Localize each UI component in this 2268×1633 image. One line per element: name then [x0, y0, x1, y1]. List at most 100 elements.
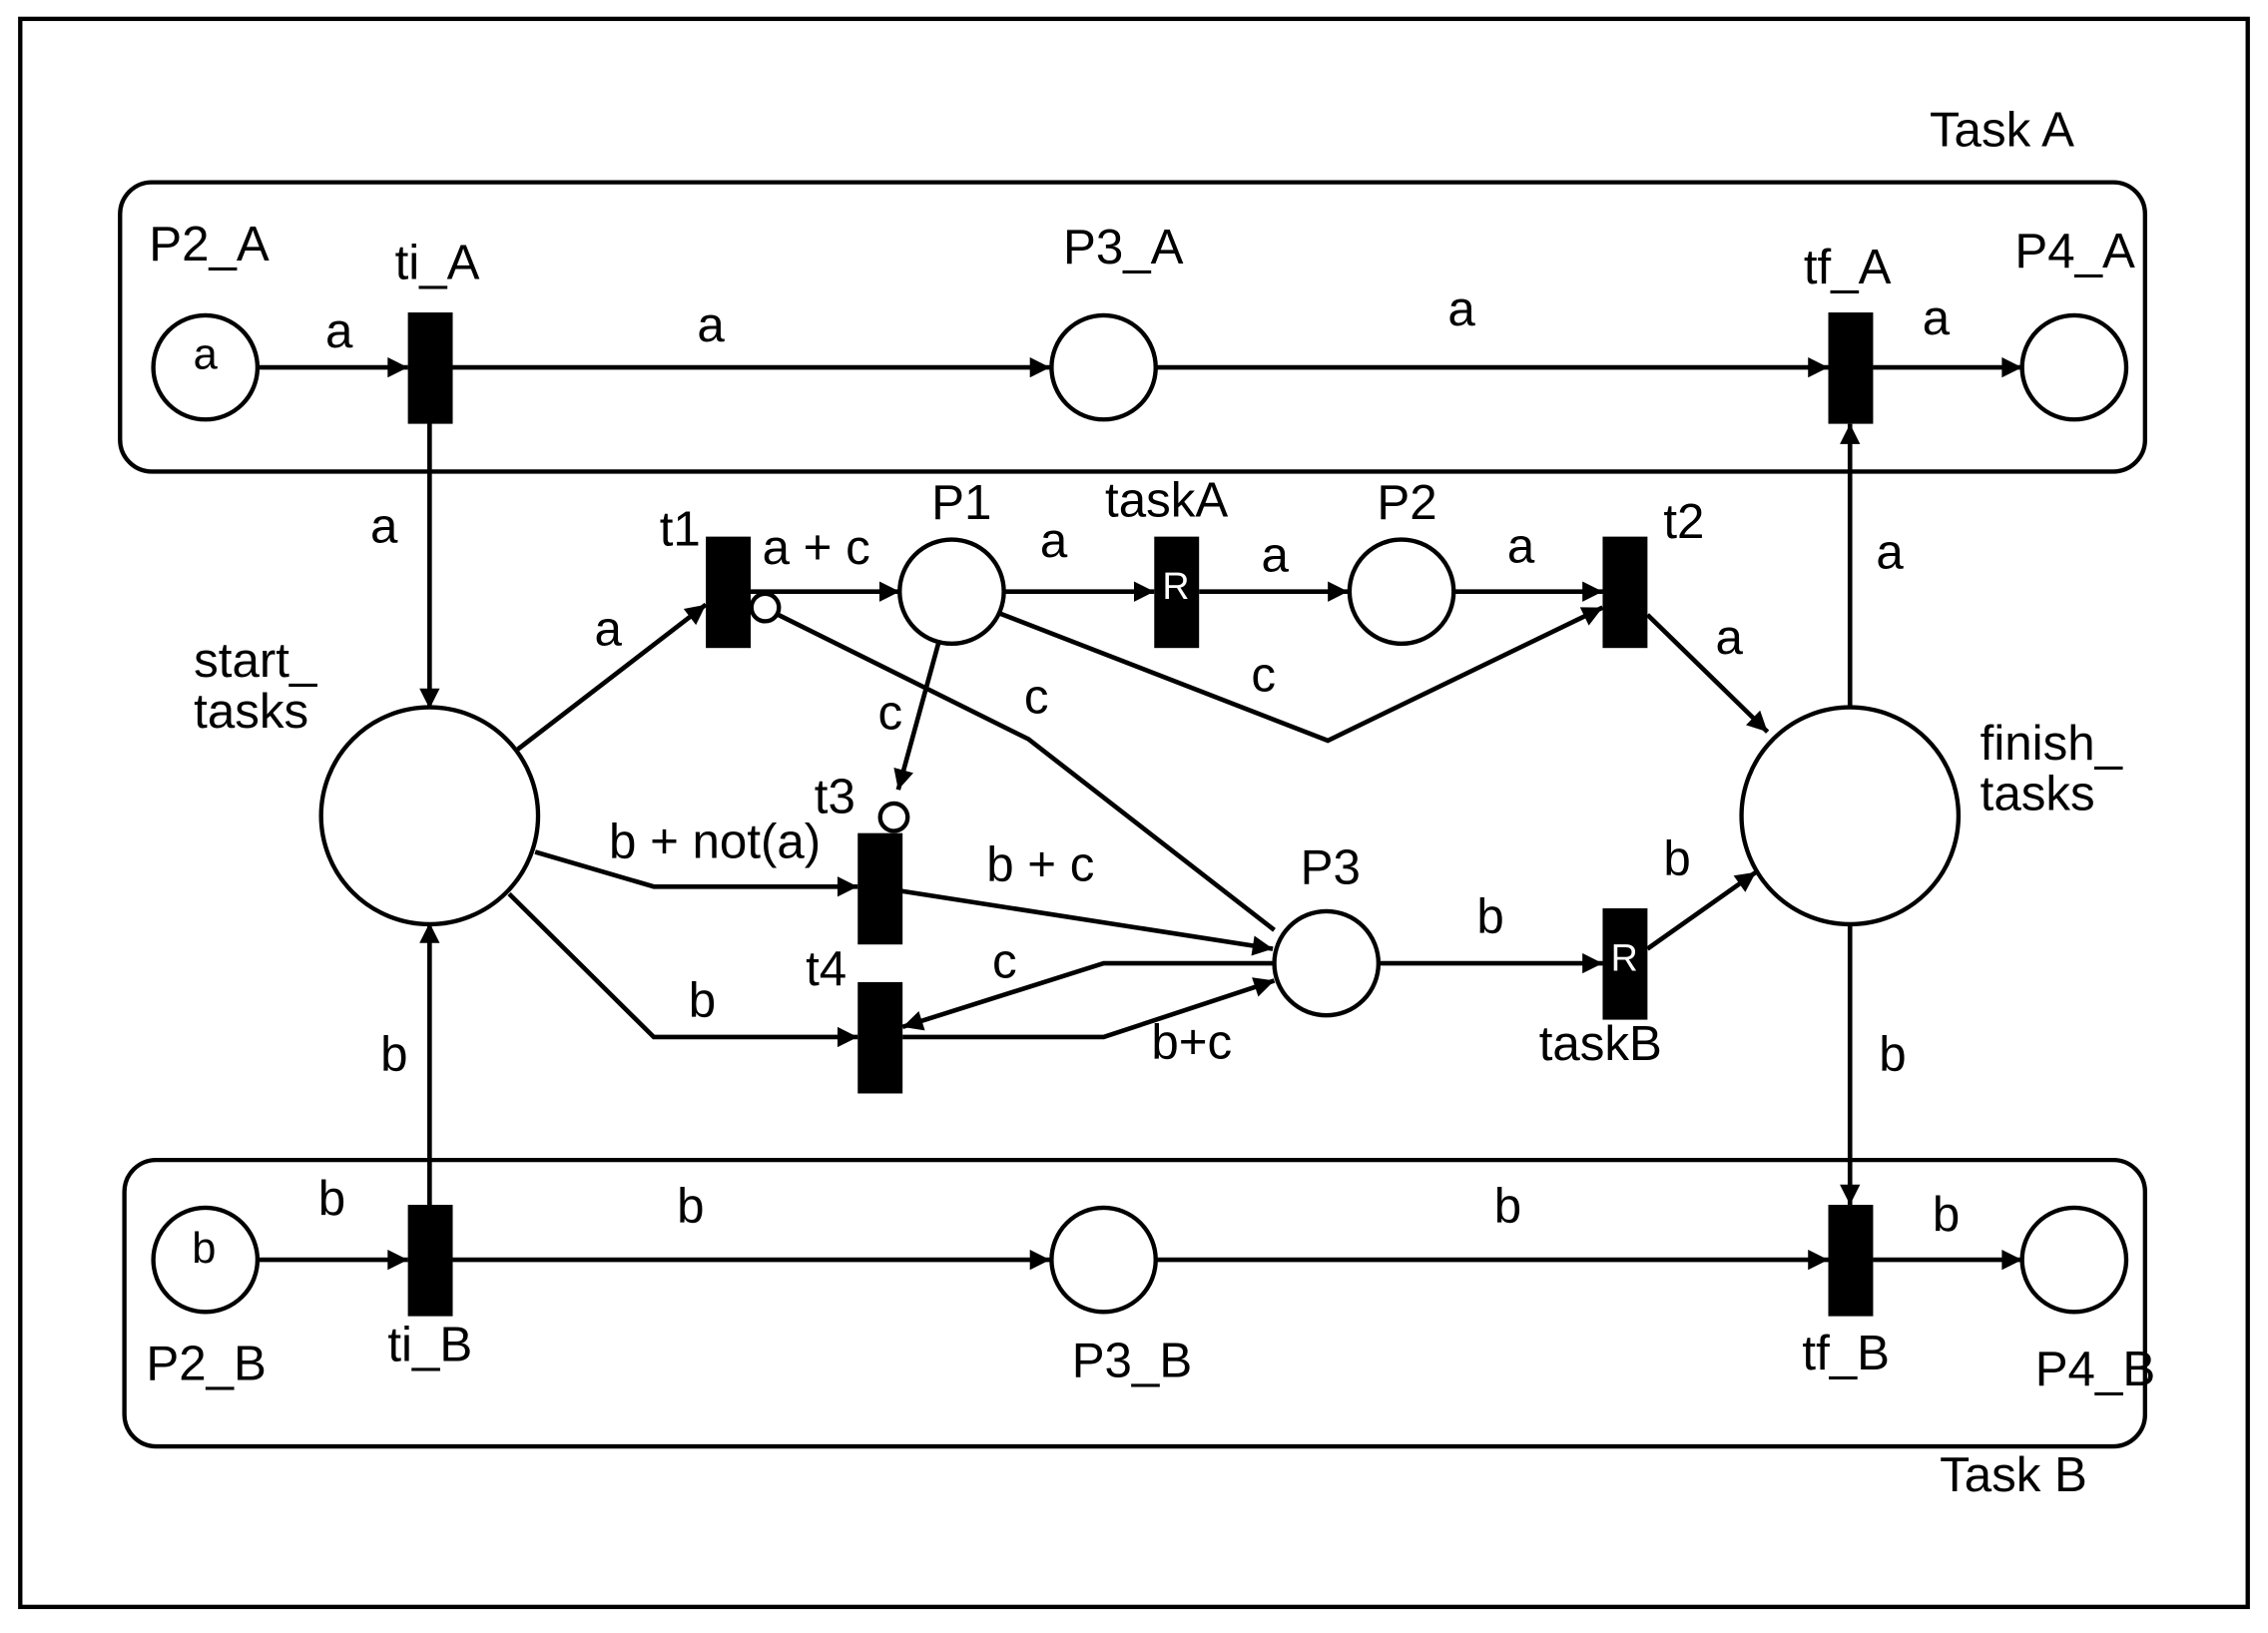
- label-t1: t1: [660, 501, 701, 556]
- place-p4-b[interactable]: [2019, 1205, 2129, 1315]
- token-p2-b: b: [192, 1225, 216, 1273]
- label-p2: P2: [1377, 475, 1436, 530]
- arc-label-p1-t3: c: [878, 685, 903, 740]
- arc-label-start-t4: b: [689, 973, 716, 1028]
- task-a-group-label: Task A: [1930, 102, 2074, 157]
- arc-labels: a a a a a a a + c a a a a a c c c b + no…: [318, 281, 1960, 1242]
- arc-label-t3-p3: b + c: [986, 836, 1094, 891]
- arc-label-finish-tfa: a: [1876, 525, 1904, 580]
- place-start-tasks[interactable]: [318, 705, 541, 927]
- arc-label-t4-p3: b+c: [1151, 1015, 1232, 1070]
- arc-label-p3-t1: c: [1024, 669, 1049, 724]
- transition-ti-b[interactable]: [407, 1205, 453, 1317]
- transition-taskb[interactable]: [1602, 908, 1648, 1020]
- arc-label-start-t3: b + not(a): [609, 814, 821, 868]
- arc-start-t3: [534, 849, 858, 897]
- arc-label-tib-p3b: b: [677, 1178, 704, 1233]
- label-finish-tasks-1: finish_: [1981, 716, 2123, 771]
- transition-taska[interactable]: [1154, 536, 1200, 649]
- arc-p3-t1: [777, 612, 1276, 932]
- arc-label-taskb-finish: b: [1663, 831, 1690, 886]
- arc-label-tfb-p4b: b: [1933, 1187, 1960, 1242]
- arc-label-start-t1: a: [595, 601, 623, 656]
- arcs: [257, 356, 2022, 1271]
- place-p3[interactable]: [1272, 908, 1382, 1018]
- arc-label-p2b-tib: b: [318, 1171, 345, 1226]
- place-p1[interactable]: [897, 537, 1006, 647]
- label-p1: P1: [931, 475, 991, 530]
- outer-frame: [18, 16, 2250, 1610]
- arc-t3-p3: [900, 888, 1274, 956]
- label-tf-b: tf_B: [1802, 1326, 1890, 1380]
- arc-label-p3-taskb: b: [1476, 889, 1503, 944]
- label-t3: t3: [815, 769, 855, 823]
- arc-p3-t4: [901, 960, 1275, 1031]
- label-tf-a: tf_A: [1804, 240, 1892, 294]
- arc-p1-t3: [893, 641, 941, 791]
- label-ti-a: ti_A: [395, 236, 480, 290]
- label-start-tasks-2: tasks: [194, 684, 308, 739]
- transition-t2[interactable]: [1602, 536, 1648, 649]
- transition-t1[interactable]: [706, 536, 752, 649]
- label-p4-a: P4_A: [2014, 224, 2135, 278]
- arc-label-p1-t2: c: [1251, 648, 1276, 703]
- transition-ti-a[interactable]: [407, 312, 453, 424]
- arc-p1-t2: [998, 605, 1604, 744]
- token-p2-a: a: [194, 331, 219, 379]
- arc-label-tib-start: b: [380, 1026, 407, 1081]
- transition-t3[interactable]: [857, 832, 903, 945]
- transition-tf-b[interactable]: [1828, 1205, 1874, 1317]
- transition-tf-a[interactable]: [1828, 312, 1874, 424]
- transition-t4[interactable]: [857, 981, 903, 1094]
- label-p2-a: P2_A: [149, 217, 270, 272]
- label-p3-a: P3_A: [1063, 220, 1184, 274]
- arc-label-taska-p2: a: [1262, 527, 1290, 582]
- taskb-marker: R: [1611, 936, 1638, 978]
- arc-label-p2-t2: a: [1507, 519, 1535, 574]
- arc-label-t1-p1: a + c: [763, 520, 870, 575]
- place-finish-tasks[interactable]: [1739, 705, 1962, 927]
- arc-label-t2-finish: a: [1715, 610, 1743, 665]
- label-finish-tasks-2: tasks: [1981, 766, 2095, 820]
- arc-start-t1: [516, 602, 708, 752]
- label-start-tasks-1: start_: [194, 633, 317, 688]
- arc-label-finish-tfb: b: [1879, 1026, 1906, 1081]
- label-taskb: taskB: [1539, 1016, 1662, 1071]
- label-p4-b: P4_B: [2035, 1342, 2155, 1396]
- arc-label-tia-p3a: a: [697, 297, 725, 352]
- place-p3-a[interactable]: [1049, 312, 1158, 422]
- label-t4: t4: [806, 941, 847, 996]
- places: [151, 312, 2129, 1315]
- place-p2[interactable]: [1347, 537, 1456, 647]
- taska-marker: R: [1162, 565, 1189, 607]
- arc-label-tia-start: a: [370, 498, 398, 553]
- arc-start-t4: [507, 891, 858, 1048]
- arc-label-p3-t4: c: [992, 934, 1017, 989]
- arc-label-tfa-p4a: a: [1923, 290, 1951, 345]
- node-labels: P2_A ti_A P3_A tf_A P4_A t1 P1 taskA P2 …: [146, 217, 2155, 1396]
- arc-label-p3a-tfa: a: [1447, 281, 1475, 336]
- label-p3-b: P3_B: [1072, 1333, 1192, 1387]
- inhibitor-t1: [749, 591, 782, 624]
- label-p3: P3: [1301, 839, 1361, 894]
- task-a-group-box: [118, 180, 2148, 474]
- task-b-group-label: Task B: [1940, 1447, 2087, 1502]
- place-p2-b[interactable]: [151, 1205, 261, 1315]
- label-taska: taskA: [1105, 472, 1228, 527]
- arc-label-p1-taska: a: [1040, 513, 1068, 568]
- task-b-group-box: [122, 1157, 2148, 1449]
- place-p2-a[interactable]: [151, 312, 261, 422]
- transitions: R R: [407, 312, 1874, 1317]
- arc-t4-p3: [902, 977, 1276, 1040]
- place-p3-b[interactable]: [1049, 1205, 1158, 1315]
- label-p2-b: P2_B: [146, 1336, 266, 1390]
- arc-t2-finish: [1645, 613, 1770, 734]
- arc-label-p2a-tia: a: [325, 303, 353, 358]
- place-p4-a[interactable]: [2019, 312, 2129, 422]
- label-ti-b: ti_B: [387, 1318, 472, 1372]
- inhibitor-t3: [877, 801, 910, 833]
- arc-label-p3b-tfb: b: [1494, 1178, 1521, 1233]
- label-t2: t2: [1663, 494, 1704, 549]
- arc-taskb-finish: [1646, 869, 1758, 951]
